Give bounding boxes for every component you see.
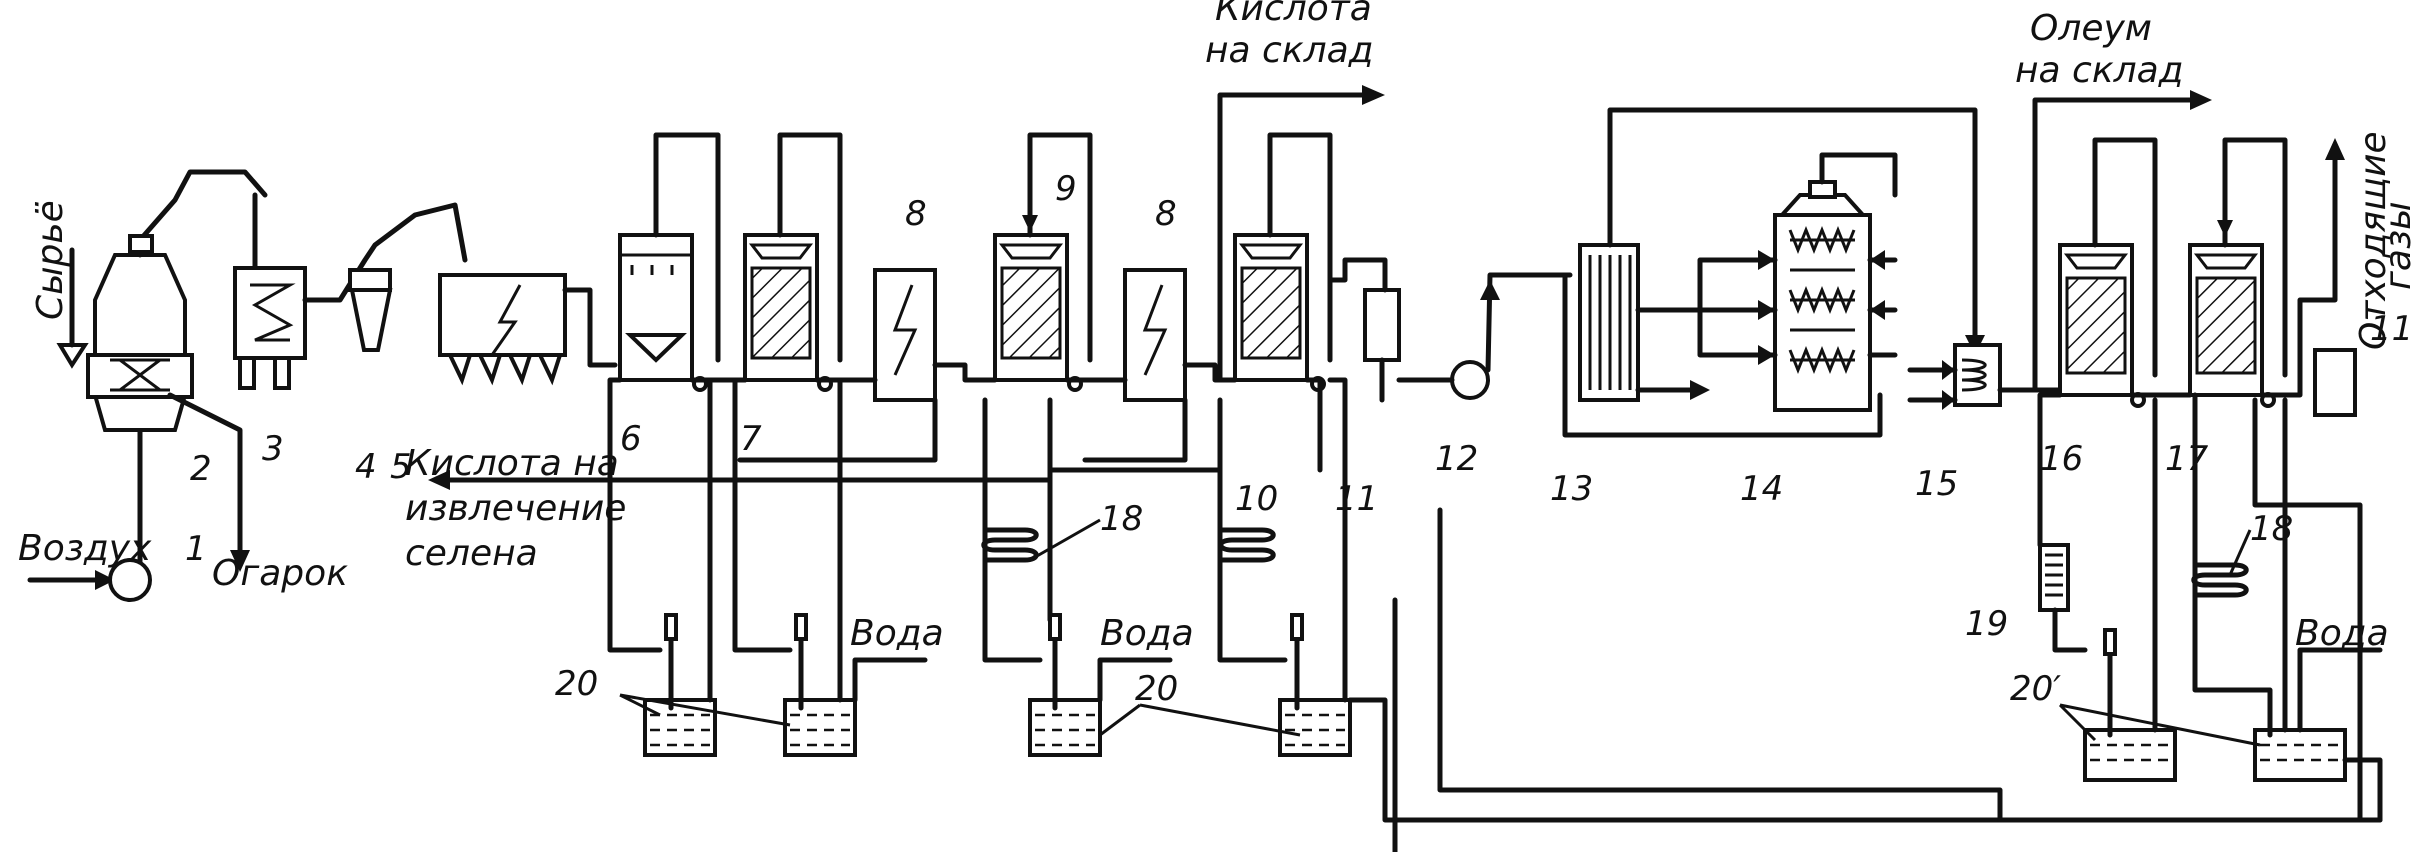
number-2: 2: [190, 449, 212, 489]
heat-exchanger-13: [1562, 107, 1985, 438]
acid-selenium-label-3: селена: [405, 533, 538, 574]
collector-20-c: [982, 557, 1173, 757]
oleum-storage-label-1: Олеум: [2030, 8, 2152, 49]
number-18b: 18: [2250, 509, 2293, 549]
number-20b: 20: [1135, 669, 1178, 709]
number-1: 1: [185, 529, 207, 569]
cyclone-4: [302, 202, 468, 352]
water-label-1: Вода: [850, 613, 944, 654]
pointer-lines: [619, 518, 2261, 747]
number-14: 14: [1740, 469, 1783, 509]
mist-separator-11a: [1327, 257, 1401, 403]
number-8a: 8: [905, 194, 927, 234]
number-4: 4: [355, 447, 377, 487]
cooler-18c: [2191, 392, 2363, 823]
drying-tower-9: [932, 132, 1093, 392]
return-lines-bottom: [1392, 507, 2383, 852]
acid-selenium-label-1: Кислота на: [405, 443, 619, 484]
collector-20prime-a: [2083, 397, 2177, 782]
number-17: 17: [2165, 439, 2209, 479]
number-16: 16: [2040, 439, 2083, 479]
collector-20prime-b: [2192, 397, 2383, 823]
acid-storage-label-1: Кислота: [1215, 0, 1372, 29]
number-10: 10: [1235, 479, 1278, 519]
cinder-label: Огарок: [212, 553, 348, 594]
number-11b: 11: [2370, 309, 2413, 349]
number-9: 9: [1055, 169, 1077, 209]
collector-20-a: [607, 377, 717, 757]
number-15: 15: [1915, 464, 1958, 504]
roasting-furnace-2: [56, 169, 268, 572]
air-blower-1: [27, 427, 152, 602]
waste-heat-boiler-3: [233, 192, 307, 390]
number-5: 5: [390, 447, 412, 487]
number-20c: 20′: [2010, 669, 2061, 709]
number-19: 19: [1965, 604, 2008, 644]
contact-apparatus-14: [1635, 152, 1898, 412]
oleum-heat-exchanger-15: [1907, 343, 2063, 410]
collector-20-b: [732, 377, 928, 757]
collector-20-d: [1217, 377, 2003, 823]
oleum-absorber-16: [2032, 90, 2212, 408]
cooler-18b: [1217, 397, 1276, 563]
electrofilter-8b: [1064, 268, 1187, 402]
air-label: Воздух: [18, 528, 152, 569]
number-6: 6: [620, 419, 642, 459]
mist-separator-11b: [2259, 138, 2357, 417]
washing-tower-6: [618, 132, 721, 392]
exhaust-gas-label-1: Отходящие: [2353, 131, 2394, 350]
number-20a: 20: [555, 664, 598, 704]
number-12: 12: [1435, 439, 1478, 479]
cooler-19: [2037, 392, 2088, 653]
washing-tower-7: [689, 132, 843, 392]
acid-storage-label-2: на склад: [1205, 30, 1374, 71]
oleum-storage-label-2: на склад: [2015, 50, 2184, 91]
number-18a: 18: [1100, 499, 1143, 539]
number-13: 13: [1550, 469, 1593, 509]
number-3: 3: [262, 429, 284, 469]
number-7: 7: [740, 419, 762, 459]
number-11a: 11: [1335, 479, 1378, 519]
acid-selenium-label-2: извлечение: [405, 488, 626, 529]
electrofilter-8a: [814, 268, 937, 402]
electrofilter-5: [438, 273, 618, 386]
exhaust-gas-label-2: газы: [2378, 201, 2414, 290]
water-label-3: Вода: [2295, 613, 2389, 654]
cooler-18a: [981, 397, 1053, 623]
number-8b: 8: [1155, 194, 1177, 234]
feed-label: Сырьё: [30, 200, 71, 320]
drying-tower-10: [1182, 85, 1385, 392]
gas-blower-12: [1396, 272, 1573, 400]
water-label-2: Вода: [1100, 613, 1194, 654]
monohydrate-absorber-17: [2129, 137, 2288, 408]
